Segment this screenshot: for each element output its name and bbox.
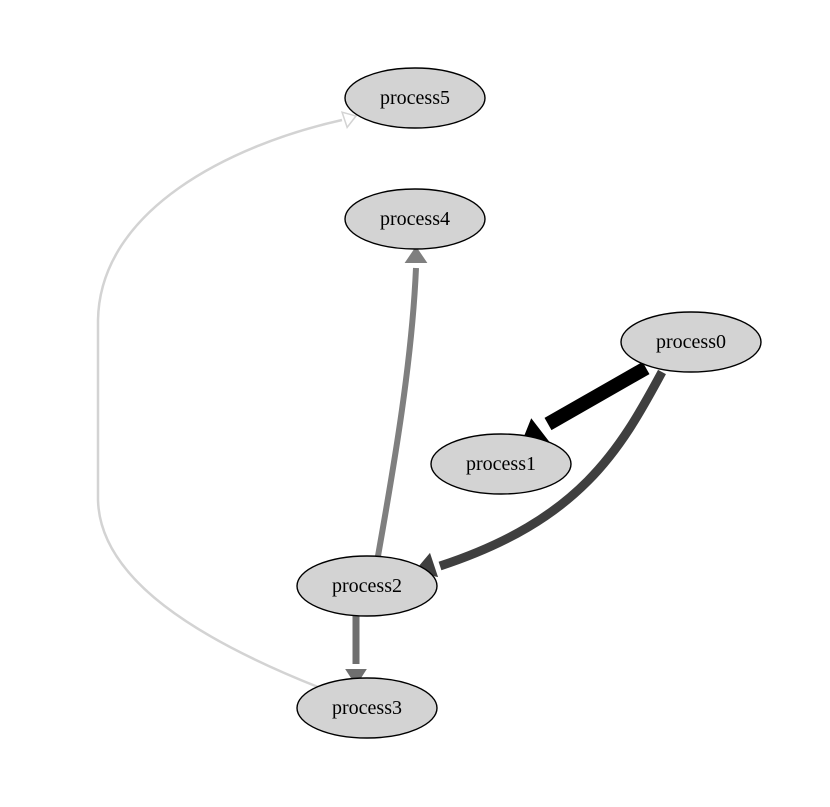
edge-process3-to-process5 [96, 111, 358, 689]
node-process3[interactable]: process3 [296, 677, 438, 739]
node-process3-shape [296, 677, 438, 739]
arrowhead-icon [340, 111, 358, 129]
node-process0[interactable]: process0 [620, 311, 762, 373]
node-process5[interactable]: process5 [344, 67, 486, 129]
node-process2-label: process2 [332, 575, 402, 597]
edge-process2-to-process4 [375, 246, 428, 557]
node-process1[interactable]: process1 [430, 433, 572, 495]
edge-line [96, 118, 343, 689]
node-process3-label: process3 [332, 697, 402, 719]
edge-line [544, 361, 650, 431]
node-process4-label: process4 [380, 208, 450, 230]
edge-line [438, 369, 666, 571]
nodes-layer: process5 process4 process0 process1 proc… [296, 67, 762, 739]
edge-process2-to-process3 [345, 616, 367, 686]
edges-layer [96, 111, 666, 689]
node-process4[interactable]: process4 [344, 188, 486, 250]
edge-line [375, 267, 419, 557]
node-process0-label: process0 [656, 331, 726, 353]
node-process5-shape [344, 67, 486, 129]
node-process1-shape [430, 433, 572, 495]
node-process2-shape [296, 555, 438, 617]
node-process2[interactable]: process2 [296, 555, 438, 617]
node-process4-shape [344, 188, 486, 250]
node-process5-label: process5 [380, 87, 450, 109]
arrowhead-icon [404, 246, 428, 263]
node-process1-label: process1 [466, 453, 536, 475]
node-process0-shape [620, 311, 762, 373]
arrowhead-icon [345, 669, 367, 686]
